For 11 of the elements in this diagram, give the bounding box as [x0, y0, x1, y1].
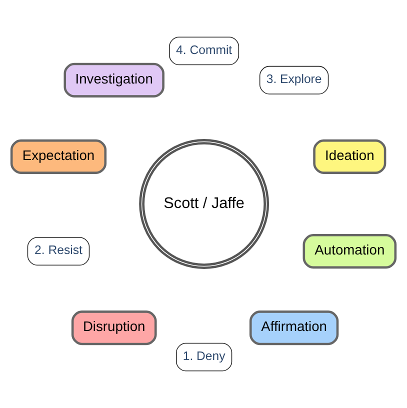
node-box: 4. Commit: [169, 36, 240, 66]
node-box: Disruption: [71, 310, 157, 346]
node-box: Ideation: [313, 139, 386, 174]
node-box: Affirmation: [249, 310, 339, 346]
node-box: Automation: [302, 234, 397, 269]
node-box: 1. Deny: [176, 342, 232, 372]
node-box: 2. Resist: [27, 237, 90, 266]
node-box: Expectation: [10, 139, 107, 174]
node-box: 3. Explore: [259, 66, 329, 94]
node-box: Investigation: [64, 62, 164, 98]
node-circle: Scott / Jaffe: [139, 139, 270, 269]
